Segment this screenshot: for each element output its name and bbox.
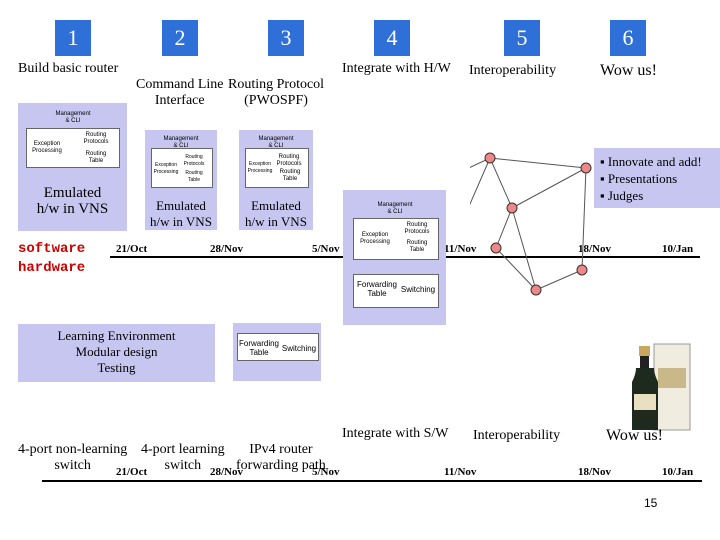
routing-table-label-4: Routing Table [406,240,428,253]
emulated-hw-label-3: Emulated h/w in VNS [245,198,307,229]
bottom-stage-5: Interoperability [473,428,561,443]
emulated-hw-label: Emulated h/w in VNS [36,185,109,217]
network-node [580,162,592,174]
routing-table-label-3: Routing Table [279,169,301,182]
exception-processing-label: Exception Processing [32,141,62,154]
bottom-stage-1: 4-port non-learning switch [18,426,127,490]
top-date-1: 21/Oct [116,243,148,255]
learning-environment-text: Learning Environment Modular design Test… [57,328,176,375]
stage-badge-6: 6 [610,20,646,56]
network-graph [470,152,592,296]
forwarding-table-label: Forwarding Table [238,339,279,357]
bottom-stage-6: Wow us! [606,427,663,444]
bottom-stage-2-text: 4-port learning switch [141,442,225,473]
forwarding-switching-inner [237,333,319,361]
stage-label-2-text: Command Line Interface [136,77,224,108]
stage3-inner-box [245,148,309,188]
stage1-inner-box [26,128,120,168]
network-node [576,264,588,276]
bottom-date-3: 5/Nov [312,466,340,478]
stage3-diagram: Management & CLI Routing Protocols Excep… [239,130,313,230]
forwarding-table-label-4: Forwarding Table [356,280,397,298]
hardware-label: hardware [18,260,86,276]
bullet-2-text: Presentations [607,171,678,186]
bottom-date-4: 11/Nov [444,466,477,478]
stage-label-5: Interoperability [469,63,557,78]
stage-badge-5: 5 [504,20,540,56]
top-date-2: 28/Nov [210,243,243,255]
bottom-date-1: 21/Oct [116,466,148,478]
bottom-stage-3-text: IPv4 router forwarding path [236,442,326,473]
management-cli-label-3: Management & CLI [258,136,294,149]
routing-protocols-label-4: Routing Protocols [404,222,430,235]
bullet-3-text: Judges [607,188,644,203]
exception-processing-label-4: Exception Processing [360,232,390,245]
routing-protocols-label-3: Routing Protocols [276,154,302,167]
switching-label-4: Switching [400,285,436,294]
exception-processing-label-2: Exception Processing [153,162,179,175]
stage4-hardware-box [353,274,439,308]
routing-protocols-label-2: Routing Protocols [183,154,205,167]
stage-badge-3: 3 [268,20,304,56]
stage1-diagram: Management & CLI Routing Protocols Excep… [18,103,127,231]
exception-processing-label-3: Exception Processing [247,161,273,174]
bottom-stage-3: IPv4 router forwarding path [236,426,326,490]
routing-table-label-2: Routing Table [185,170,203,183]
stage2-diagram: Management & CLI Exception Processing Ro… [145,130,217,230]
network-node [490,242,502,254]
stage4-software-box [353,218,439,260]
network-edges [470,157,587,291]
stage4-diagram: Management & CLI Routing Protocols Excep… [343,190,446,325]
bullet-3: ▪ Judges [600,188,644,203]
top-date-6: 10/Jan [662,243,694,255]
champagne-bottle-image [632,343,691,431]
page-number: 15 [644,496,658,510]
bottom-date-6: 10/Jan [662,466,694,478]
bottom-stage-4: Integrate with S/W [342,426,449,441]
network-node [506,202,518,214]
management-cli-label-2: Management & CLI [163,136,199,149]
stage-badge-1: 1 [55,20,91,56]
routing-table-label: Routing Table [85,151,107,164]
stage-label-4: Integrate with H/W [342,61,451,76]
bottom-stage-1-text: 4-port non-learning switch [18,442,128,473]
stage2-inner-box [151,148,213,188]
network-node [530,284,542,296]
stage-label-2: Command Line Interface [136,61,224,125]
bullet-2: ▪ Presentations [600,171,678,186]
stage-label-3: Routing Protocol (PWOSPF) [228,61,324,125]
bullet-1-text: Innovate and add! [607,154,702,169]
stage-label-6: Wow us! [600,62,657,79]
bullet-1: ▪ Innovate and add! [600,154,702,169]
switching-label: Switching [281,344,317,353]
management-cli-label: Management & CLI [55,111,91,124]
stage-label-3-text: Routing Protocol (PWOSPF) [228,77,325,108]
bottom-timeline-line [42,480,702,482]
software-label: software [18,241,86,257]
bottom-stage-2: 4-port learning switch [141,426,225,490]
top-date-3: 5/Nov [312,243,340,255]
learning-environment-box: Learning Environment Modular design Test… [18,324,215,382]
bottom-date-5: 18/Nov [578,466,611,478]
stage-badge-4: 4 [374,20,410,56]
emulated-hw-label-2: Emulated h/w in VNS [150,198,212,229]
bullets-box: ▪ Innovate and add! ▪ Presentations ▪ Ju… [594,148,720,208]
management-cli-label-4: Management & CLI [377,202,413,215]
network-node [484,152,496,164]
bottom-date-2: 28/Nov [210,466,243,478]
forwarding-switching-block: Forwarding Table Switching [233,323,321,381]
top-date-4: 11/Nov [444,243,477,255]
stage-badge-2: 2 [162,20,198,56]
top-date-5: 18/Nov [578,243,611,255]
routing-protocols-label: Routing Protocols [83,132,109,145]
stage-label-1: Build basic router [18,61,119,76]
